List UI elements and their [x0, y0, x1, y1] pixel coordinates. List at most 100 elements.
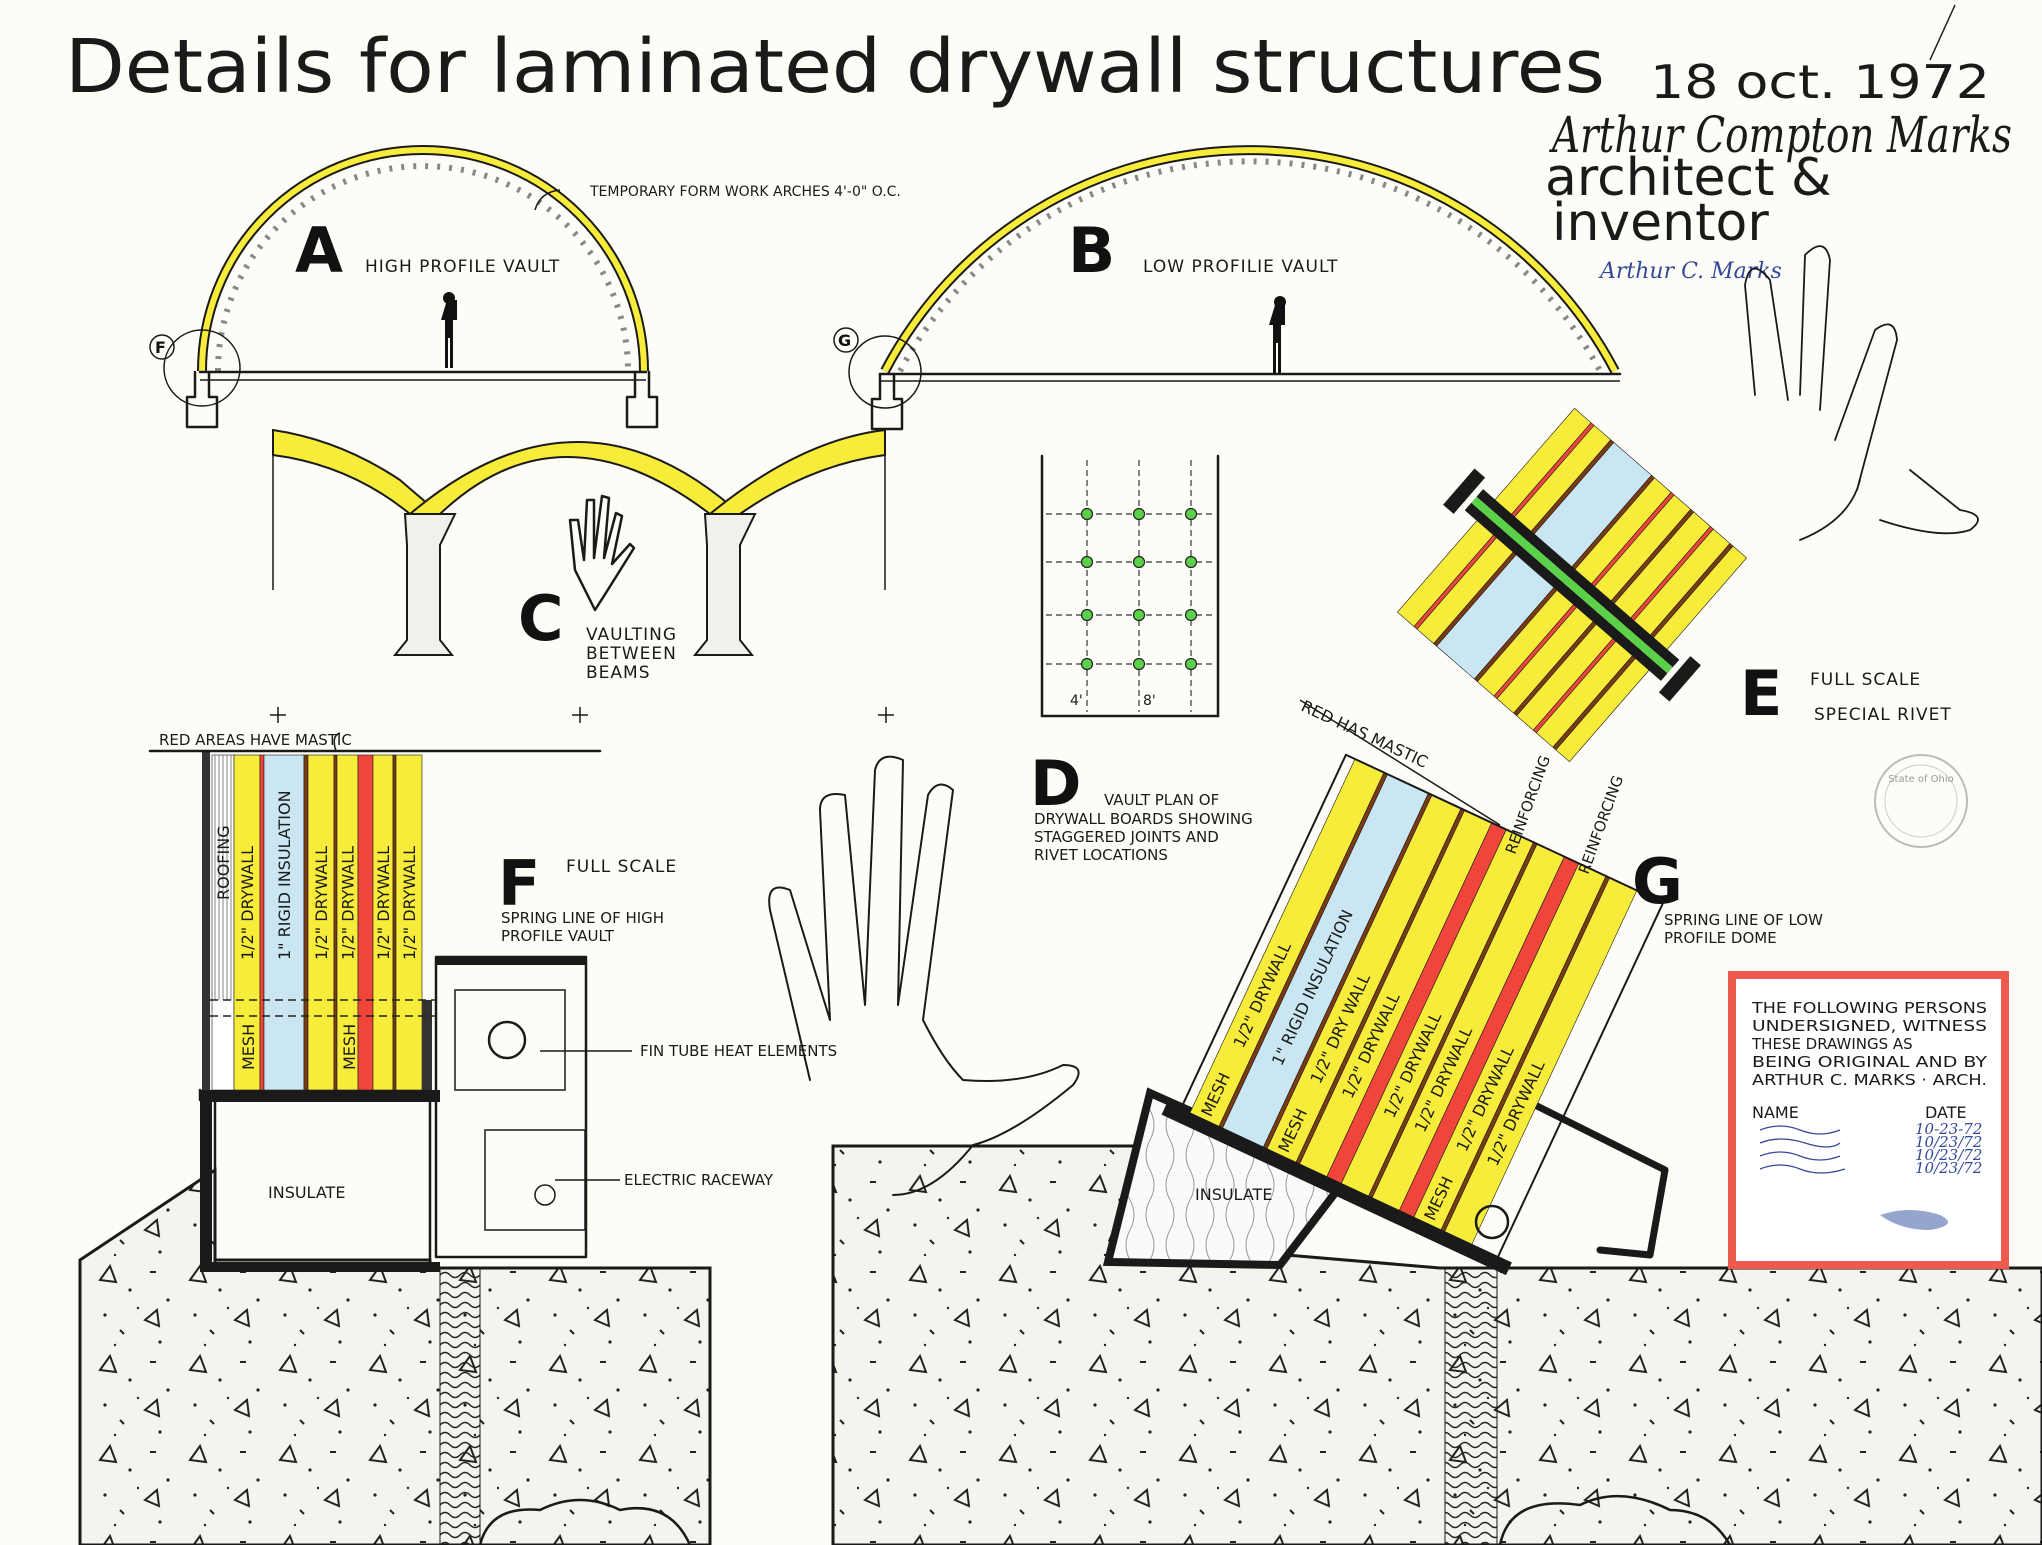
detail-g-caption-1: Spring line of low	[1664, 911, 1823, 929]
detail-b-caption: Low profilie vault	[1143, 257, 1338, 277]
detail-d-caption-3: staggered joints and	[1034, 828, 1219, 846]
fin-tube-icon	[487, 1020, 527, 1060]
detail-c-vaulting	[270, 428, 894, 723]
laminate-layer	[233, 754, 261, 1091]
detail-f-wall-section: Roofing 1/2" drywall 1" rigid insulation 1/…	[202, 751, 437, 1091]
witness-line: undersigned, witness	[1752, 1017, 1987, 1035]
layer-label: 1/2" drywall	[400, 846, 419, 960]
dim-4ft: 4'	[1070, 693, 1083, 709]
layer-label: 1/2" drywall	[339, 846, 358, 960]
detail-f-letter: F	[498, 847, 540, 920]
date-header: Date	[1925, 1103, 1967, 1122]
layer-label: 1" rigid insulation	[275, 790, 294, 960]
laminate-layer	[303, 754, 309, 1091]
marker-f: F	[155, 338, 166, 357]
detail-c-caption-3: beams	[586, 663, 651, 683]
witness-line: these drawings as	[1751, 1035, 1913, 1053]
f-mesh-label: Mesh	[340, 1024, 359, 1070]
rivet-location-marker	[1080, 608, 1094, 622]
author-role: inventor	[1552, 193, 1769, 253]
laminate-layer	[357, 754, 374, 1091]
f-insulate-label: Insulate	[268, 1183, 345, 1202]
witness-box: The following persons undersigned, witne…	[1728, 971, 2009, 1269]
wall-edge	[422, 1000, 432, 1090]
state-seal: State of Ohio	[1874, 754, 1968, 848]
rivet-location-marker	[1080, 555, 1094, 569]
drawing-date: 18 oct. 1972	[1650, 55, 1990, 109]
hand-sketch-icon	[568, 494, 636, 612]
author-signature: Arthur C. Marks	[1598, 259, 1782, 284]
detail-d-caption-4: rivet locations	[1034, 846, 1168, 864]
detail-f-insulation-box	[198, 1088, 432, 1267]
detail-a-caption: High profile vault	[365, 257, 560, 277]
detail-c-caption-1: Vaulting	[586, 625, 677, 645]
detail-c-letter: C	[518, 582, 564, 655]
detail-e-caption-2: special rivet	[1814, 705, 1952, 725]
hand-sketch-icon	[1744, 245, 1979, 541]
seal-text: State of Ohio	[1888, 774, 1954, 785]
rivet-location-marker	[1184, 507, 1198, 521]
g-insulate-label: Insulate	[1195, 1185, 1272, 1204]
detail-f-caption-2: Spring line of high	[501, 909, 664, 927]
detail-g-callout-circle	[848, 335, 922, 409]
layer-label: 1/2" drywall	[374, 846, 393, 960]
detail-g-mastic-note: Red has mastic	[1298, 696, 1431, 771]
witness-line: being original and by	[1752, 1053, 1988, 1071]
gravel	[478, 1498, 692, 1545]
rivet-location-marker	[1132, 608, 1146, 622]
roof-edge	[202, 751, 210, 1091]
human-figure-icon	[441, 300, 457, 368]
raceway-label: Electric raceway	[624, 1171, 774, 1189]
laminate-layer	[395, 754, 423, 1091]
detail-d-letter: D	[1030, 747, 1081, 820]
ink-smudge	[1880, 1210, 1948, 1230]
detail-d-caption-1: Vault plan of	[1104, 791, 1219, 809]
drawing-title: Details for laminated drywall structures	[65, 24, 1605, 110]
fin-tube-label: Fin tube heat elements	[640, 1042, 837, 1060]
rivet-location-marker	[1132, 507, 1146, 521]
detail-e-letter: E	[1740, 657, 1782, 730]
rivet-location-marker	[1080, 507, 1094, 521]
pen-stroke	[1929, 4, 1956, 61]
witness-date: 10/23/72	[1915, 1133, 1982, 1151]
detail-b-letter: B	[1068, 214, 1115, 287]
rivet-location-marker	[1184, 608, 1198, 622]
detail-f-caption-1: Full scale	[566, 857, 677, 877]
detail-d-vault-plan	[1040, 454, 1220, 718]
witness-line: The following persons	[1751, 999, 1987, 1017]
witness-date: 10/23/72	[1915, 1159, 1982, 1177]
rivet-location-marker	[1132, 555, 1146, 569]
footing-wave-fill	[1444, 1267, 1498, 1545]
layer-label: Roofing	[214, 825, 233, 900]
name-header: Name	[1752, 1103, 1799, 1122]
laminate-layer	[307, 754, 335, 1091]
gravel	[1498, 1494, 1732, 1545]
marker-g: G	[838, 331, 851, 350]
base-plate	[1161, 1101, 1512, 1276]
layer-label: 1/2" drywall	[238, 846, 257, 960]
dim-8ft: 8'	[1143, 693, 1156, 709]
detail-g-wall-section: 1/2" drywall1" rigid insulation1/2" dry …	[1161, 753, 1665, 1276]
detail-g-letter: G	[1632, 845, 1683, 918]
author-title: architect &	[1545, 148, 1832, 208]
formwork-note: Temporary form work arches 4'-0" o.c.	[589, 184, 901, 200]
detail-e-caption-1: Full scale	[1810, 670, 1921, 690]
detail-c-caption-2: between	[586, 644, 677, 664]
laminate-layer	[392, 754, 397, 1091]
author-name: Arthur Compton Marks	[1549, 106, 2012, 164]
fin-tube-cabinet	[434, 955, 588, 1259]
detail-a-high-profile-vault	[163, 145, 659, 429]
f-mesh-label: Mesh	[239, 1024, 258, 1070]
rivet-location-marker	[1080, 657, 1094, 671]
detail-a-letter: A	[295, 214, 343, 287]
detail-d-caption-2: drywall boards showing	[1034, 810, 1253, 828]
electric-raceway-icon	[534, 1184, 556, 1206]
hand-sketch-icon	[768, 755, 1080, 1196]
detail-b-low-profile-vault	[848, 145, 1622, 431]
witness-line: Arthur C. Marks · Arch.	[1752, 1071, 1987, 1089]
layer-label: 1/2" drywall	[312, 846, 331, 960]
detail-f-mastic-note: Red areas have mastic	[159, 731, 352, 749]
rivet-location-marker	[1184, 555, 1198, 569]
laminate-layer	[263, 754, 305, 1091]
